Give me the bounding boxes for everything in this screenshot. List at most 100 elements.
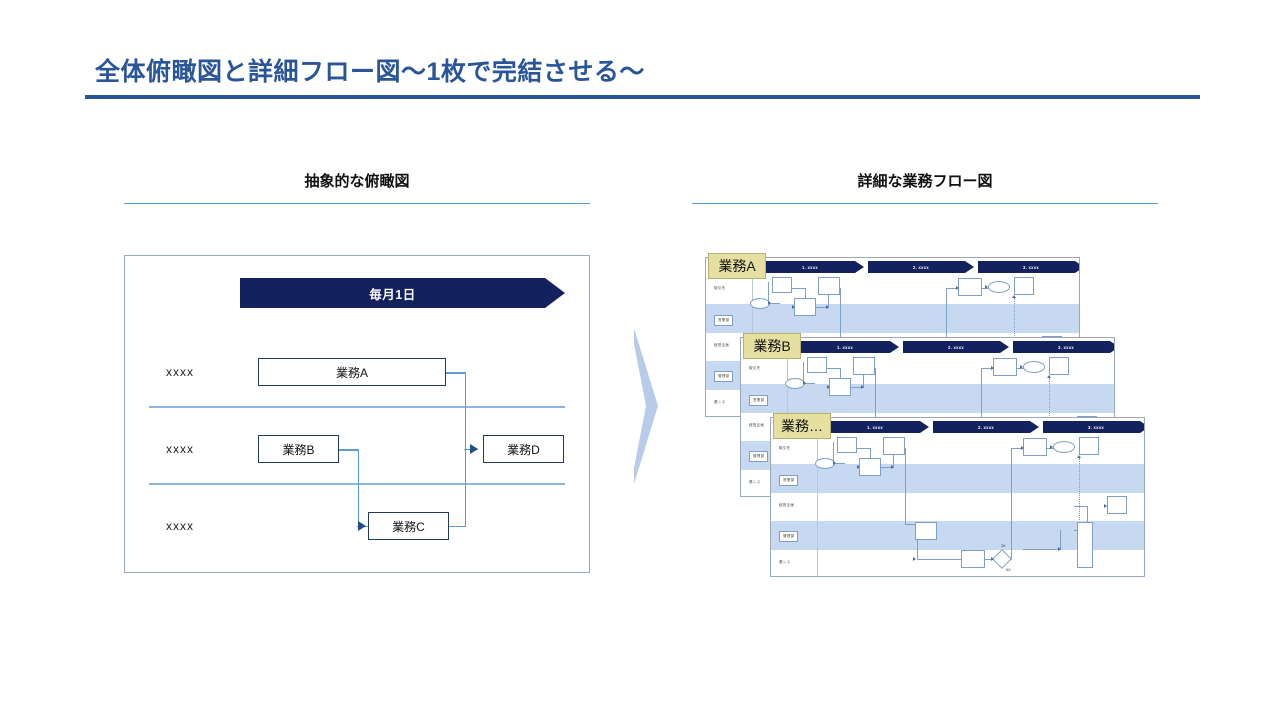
decision-label-ok: OK [1001,544,1006,548]
phase-header-1[interactable]: 2. xxxx [933,421,1039,433]
flow-line-7 [875,368,876,444]
check-oval[interactable] [1023,361,1045,373]
check-oval[interactable] [1053,441,1075,453]
phase-label-2: 3. xxxx [1022,264,1040,270]
process-6[interactable] [993,358,1017,376]
flow-line-7 [905,448,906,524]
process-4[interactable] [915,522,937,540]
swimlane-1 [706,304,1079,333]
flow-line-13 [1011,448,1023,449]
task-box-a[interactable]: 業務A [258,358,446,386]
check-oval[interactable] [988,281,1010,293]
arrow-into-c [358,521,366,531]
flow-arrow-fa-5 [991,366,994,370]
process-3[interactable] [818,277,840,295]
flow-line-0 [833,442,834,464]
swimlane-label-1: 営業部 [749,394,769,406]
start-oval[interactable] [815,458,835,469]
phase-header-1[interactable]: 2. xxxx [903,341,1009,353]
flow-arrow-up-dotted [1012,295,1016,298]
flow-card-badge-a[interactable]: 業務A [708,253,766,279]
flow-arrow-fa-2 [891,465,894,469]
swimlane-1 [741,384,1114,413]
process-8[interactable] [1107,496,1127,514]
flow-line-12 [1011,448,1012,560]
process-9[interactable] [1077,522,1093,568]
overview-panel [124,255,590,573]
flow-line-16 [1060,530,1061,550]
process-1[interactable] [772,277,792,293]
process-7[interactable] [1014,277,1034,295]
flow-arrow-fa-8 [1104,504,1107,508]
swimlane-label-divider [817,418,818,576]
process-7[interactable] [1049,357,1069,375]
flow-line-8 [905,524,915,525]
swimlane-label-0: 取引先 [749,366,761,371]
flow-arrow-fa-6 [1020,365,1023,369]
swimlane-label-0: 取引先 [779,446,791,451]
process-6[interactable] [958,278,982,296]
start-oval[interactable] [750,298,770,309]
process-2[interactable] [829,378,851,396]
phase-arrow-shape [868,261,974,273]
process-7[interactable] [1079,437,1099,455]
process-5[interactable] [961,550,985,568]
flow-line-5 [893,448,894,468]
flow-line-19 [1074,506,1088,507]
start-oval[interactable] [785,378,805,389]
swimlane-label-2: 経営企画 [749,423,765,427]
phase-header-2[interactable]: 3. xxxx [978,261,1079,273]
phase-label-2: 3. xxxx [1087,424,1105,430]
connector-a-right [446,372,466,374]
flow-card-badge-c[interactable]: 業務… [773,413,831,439]
process-2[interactable] [794,298,816,316]
process-2[interactable] [859,458,881,476]
process-1[interactable] [807,357,827,373]
flow-card-badge-b[interactable]: 業務B [743,333,801,359]
flow-line-13 [981,368,993,369]
phase-header-2[interactable]: 3. xxxx [1043,421,1144,433]
section-rule-overview [124,203,590,204]
phase-label-0: 1. xxxx [836,344,854,350]
connector-b-down [357,449,359,526]
overview-row-label-2: xxxx [166,442,194,456]
page-title: 全体俯瞰図と詳細フロー図～1枚で完結させる～ [95,58,645,86]
flow-arrow-fa-3 [913,557,916,561]
overview-lane-rule-2 [149,483,565,485]
overview-row-label-3: xxxx [166,519,194,533]
flow-arrow-fa-4 [991,557,994,561]
phase-arrow-shape [978,261,1079,273]
task-box-b[interactable]: 業務B [258,435,339,463]
process-6[interactable] [1023,438,1047,456]
flow-arrow-fa-1 [857,465,860,469]
flow-line-7 [840,288,841,364]
phase-arrow-shape [1013,341,1114,353]
flow-arrow-fa-2 [826,305,829,309]
overview-row-label-1: xxxx [166,365,194,379]
flow-arrow-up-dotted [1077,455,1081,458]
flow-line-2 [792,288,806,289]
phase-header-0[interactable]: 1. xxxx [821,421,929,433]
task-box-c[interactable]: 業務C [368,512,449,540]
phase-header-0[interactable]: 1. xxxx [756,261,864,273]
task-box-d[interactable]: 業務D [483,435,564,463]
phase-header-1[interactable]: 2. xxxx [868,261,974,273]
process-3[interactable] [883,437,905,455]
flow-line-dotted [1079,458,1080,520]
process-3[interactable] [853,357,875,375]
overview-lane-rule-1 [149,406,565,408]
swimlane-label-3: 管理部 [749,451,769,463]
process-1[interactable] [837,437,857,453]
connector-c-up [464,449,466,526]
flow-line-5 [828,288,829,308]
flow-line-1 [833,463,845,464]
phase-header-0[interactable]: 1. xxxx [791,341,899,353]
monthly-banner-label: 毎月1日 [369,287,416,302]
flow-line-dotted [1014,298,1015,360]
flow-arrow-fa-6 [985,285,988,289]
swimlane-label-4: 基シス [779,559,791,564]
phase-header-2[interactable]: 3. xxxx [1013,341,1114,353]
phase-arrow-shape [821,421,929,433]
section-heading-overview: 抽象的な俯瞰図 [304,173,410,190]
